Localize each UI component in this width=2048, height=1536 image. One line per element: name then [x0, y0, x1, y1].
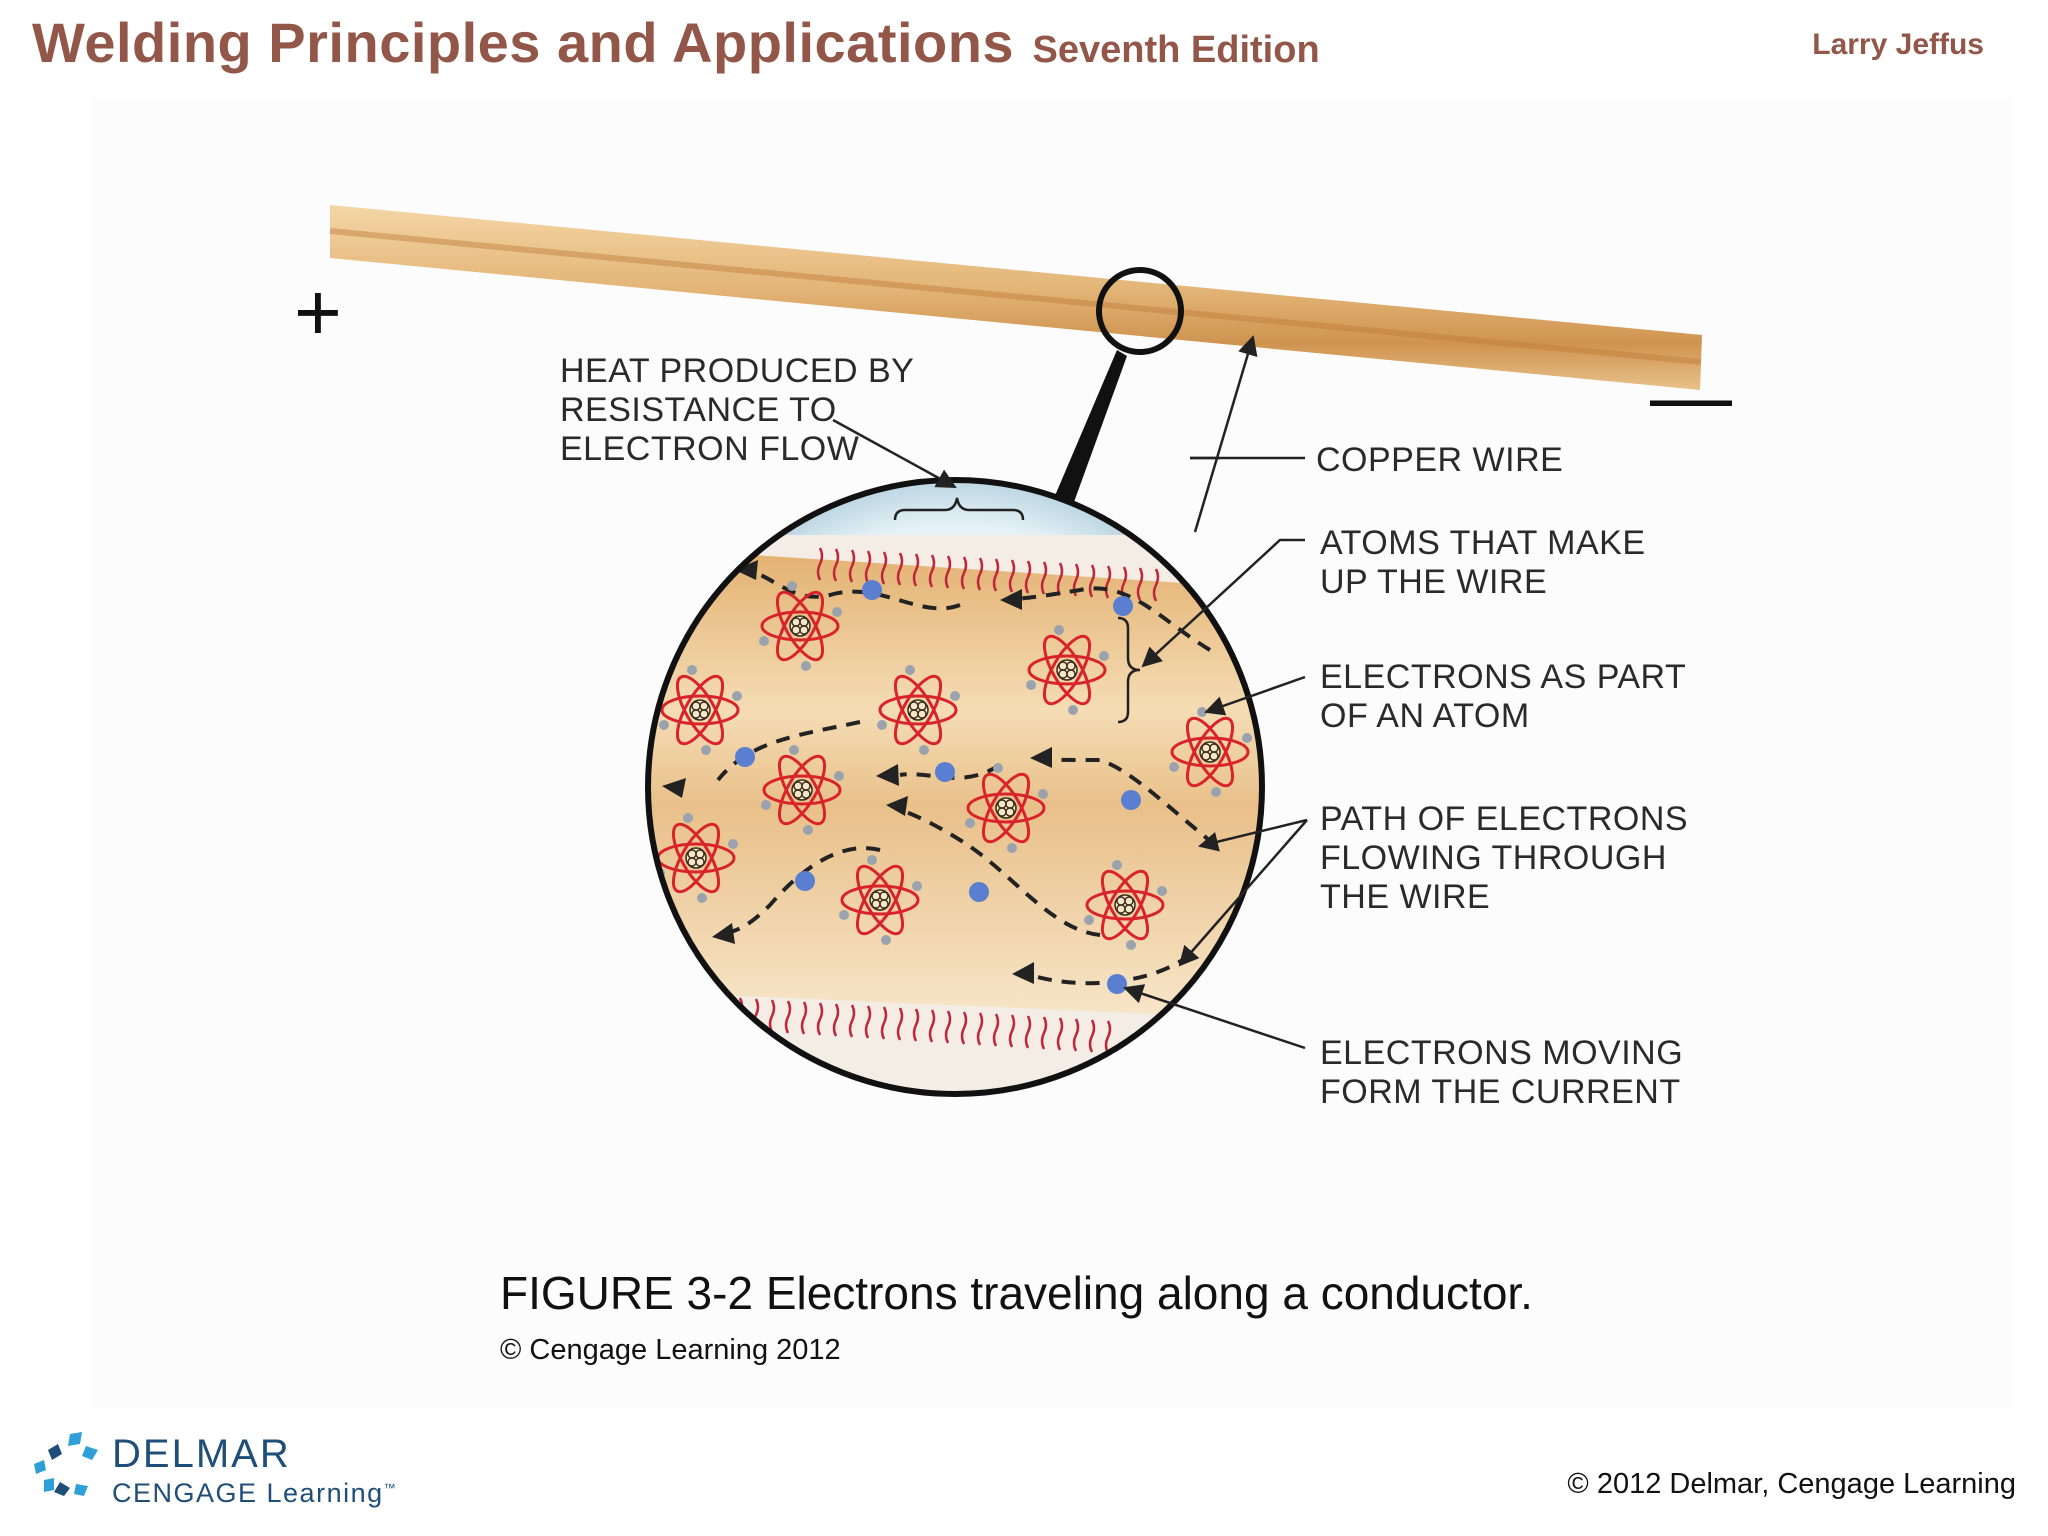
positive-terminal-sign: +	[294, 267, 342, 358]
delmar-logo: DELMAR CENGAGE Learning™	[30, 1430, 396, 1510]
logo-text-cengage-learning: CENGAGE Learning	[112, 1478, 384, 1508]
label-moving: ELECTRONS MOVING FORM THE CURRENT	[1320, 1034, 1683, 1111]
zoomed-wire-view	[645, 477, 1265, 1097]
book-title-main: Welding Principles and Applications	[32, 11, 1015, 74]
label-atoms: ATOMS THAT MAKE UP THE WIRE	[1320, 524, 1646, 601]
label-path-line2: FLOWING THROUGH	[1320, 839, 1667, 877]
heat-brace	[893, 497, 1025, 521]
logo-text-cengage: CENGAGE Learning™	[112, 1478, 397, 1509]
label-atoms-line2: UP THE WIRE	[1320, 563, 1547, 601]
book-title: Welding Principles and Applications Seve…	[32, 10, 1320, 75]
label-copper-wire-line1: COPPER WIRE	[1316, 441, 1563, 479]
label-path: PATH OF ELECTRONS FLOWING THROUGH THE WI…	[1320, 800, 1688, 916]
electron-path-arrowheads	[662, 560, 1052, 984]
negative-terminal-sign: —	[1650, 351, 1732, 442]
label-moving-line1: ELECTRONS MOVING	[1320, 1034, 1683, 1072]
label-heat-line3: ELECTRON FLOW	[560, 430, 859, 468]
label-heat: HEAT PRODUCED BY RESISTANCE TO ELECTRON …	[560, 352, 914, 468]
label-moving-line2: FORM THE CURRENT	[1320, 1073, 1681, 1111]
copper-wire-rod	[329, 205, 1702, 390]
label-path-line1: PATH OF ELECTRONS	[1320, 800, 1688, 838]
logo-trademark: ™	[383, 1481, 398, 1495]
leader-lines	[832, 335, 1308, 1050]
label-atoms-line1: ATOMS THAT MAKE	[1320, 524, 1646, 562]
magnifier-ring	[1096, 267, 1184, 355]
magnifier-pointer	[1054, 350, 1127, 502]
heat-marks-top	[816, 547, 1160, 602]
footer-copyright: © 2012 Delmar, Cengage Learning	[1567, 1468, 2016, 1500]
label-copper-wire: COPPER WIRE	[1316, 441, 1563, 479]
label-electrons-atom-line1: ELECTRONS AS PART	[1320, 658, 1686, 696]
delmar-logo-icon	[34, 1432, 98, 1496]
label-path-line3: THE WIRE	[1320, 878, 1490, 916]
free-electrons	[735, 580, 1141, 994]
label-heat-line2: RESISTANCE TO	[560, 391, 837, 429]
atom-brace	[1117, 616, 1141, 724]
figure-caption: FIGURE 3-2 Electrons traveling along a c…	[500, 1267, 1533, 1319]
label-electrons-atom: ELECTRONS AS PART OF AN ATOM	[1320, 658, 1686, 735]
figure-credit: © Cengage Learning 2012	[500, 1334, 841, 1366]
label-electrons-atom-line2: OF AN ATOM	[1320, 697, 1530, 735]
book-edition: Seventh Edition	[1032, 29, 1320, 71]
book-author: Larry Jeffus	[1812, 28, 1984, 61]
label-heat-line1: HEAT PRODUCED BY	[560, 352, 914, 390]
logo-text-delmar: DELMAR	[112, 1432, 291, 1476]
